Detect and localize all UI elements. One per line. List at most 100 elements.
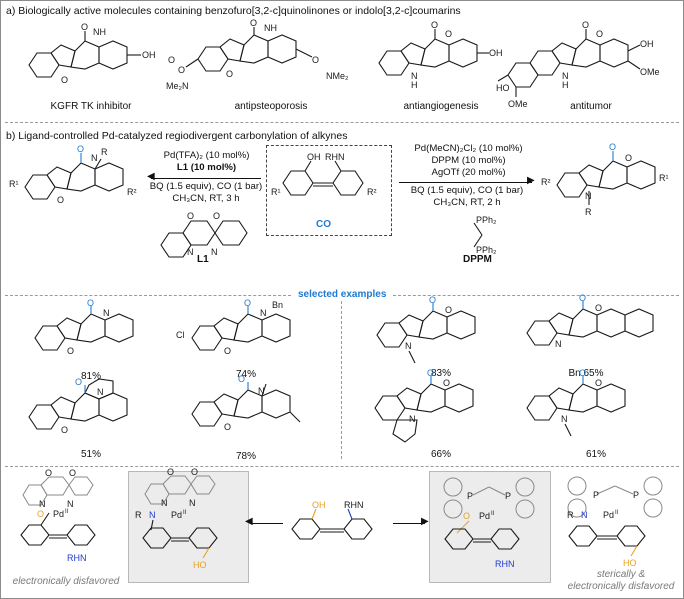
left-arrowhead: ◀ — [147, 171, 155, 182]
svg-text:O: O — [69, 468, 76, 478]
arrow-to-dppm — [393, 523, 425, 524]
molecule-kgfr-inhibitor: O NH O OH — [21, 22, 156, 85]
example-3: O O N — [371, 295, 481, 373]
svg-text:Cl: Cl — [176, 330, 185, 340]
svg-text:O: O — [224, 422, 231, 432]
svg-text:N: N — [67, 499, 74, 509]
yield-2: 74% — [235, 369, 256, 380]
svg-text:O: O — [178, 65, 185, 75]
svg-text:O: O — [445, 305, 452, 315]
svg-text:O: O — [167, 467, 174, 477]
svg-text:RHN: RHN — [67, 553, 87, 563]
divider-examples-vertical — [341, 301, 342, 459]
svg-text:O: O — [443, 378, 450, 388]
caption-sterically-disfavored: sterically & electronically disfavored — [567, 569, 675, 592]
product-benzofuroquinolinone: O N R O R¹ R² — [9, 144, 137, 205]
caption-antipsteoporosis: antipsteoporosis — [234, 101, 308, 112]
svg-text:R: R — [567, 510, 574, 520]
substrate-alkyne: OH RHN R¹ R² — [271, 152, 377, 197]
svg-text:N: N — [581, 510, 588, 520]
right-cond-3: BQ (1.5 equiv), CO (1 bar) — [410, 185, 524, 196]
selected-examples-label: selected examples — [298, 289, 387, 300]
svg-text:N: N — [187, 247, 194, 257]
label-dppm: DPPM — [463, 254, 492, 265]
example-5: O N O — [23, 377, 153, 435]
svg-text:HO: HO — [193, 560, 207, 570]
left-arrow — [151, 178, 261, 179]
svg-text:Bn: Bn — [272, 300, 283, 310]
section-a-title: a) Biologically active molecules contain… — [6, 5, 461, 17]
divider-b-c — [5, 466, 679, 467]
svg-text:R: R — [585, 207, 592, 217]
svg-text:NMe₂: NMe₂ — [326, 71, 349, 81]
svg-text:N: N — [149, 510, 156, 520]
svg-text:HO: HO — [623, 558, 637, 568]
svg-text:N: N — [39, 499, 46, 509]
svg-text:HO: HO — [496, 83, 510, 93]
svg-text:Pd: Pd — [53, 509, 64, 519]
svg-text:Pd: Pd — [171, 510, 182, 520]
svg-text:O: O — [37, 509, 44, 519]
svg-text:Pd: Pd — [603, 510, 614, 520]
svg-text:Me₂N: Me₂N — [166, 81, 189, 91]
panel-dppm-favored — [429, 471, 551, 583]
svg-text:O: O — [579, 293, 586, 303]
svg-text:O: O — [224, 346, 231, 356]
example-2: Cl O N Bn O — [176, 298, 306, 356]
svg-text:OH: OH — [307, 152, 321, 162]
ligand-dppm: PPh₂ PPh₂ — [456, 215, 497, 255]
svg-text:N: N — [103, 308, 110, 318]
svg-text:N: N — [555, 339, 562, 349]
example-8: O O N — [521, 368, 671, 451]
svg-text:O: O — [238, 374, 245, 384]
section-b-title: b) Ligand-controlled Pd-catalyzed regiod… — [6, 130, 348, 142]
arrow-to-l1 — [251, 523, 283, 524]
svg-text:O: O — [187, 211, 194, 221]
right-arrow — [399, 182, 532, 183]
svg-text:II: II — [183, 510, 187, 516]
svg-text:N: N — [405, 341, 412, 351]
svg-text:RHN: RHN — [344, 500, 364, 510]
svg-text:OH: OH — [640, 39, 654, 49]
svg-text:II: II — [65, 509, 69, 515]
svg-text:O: O — [191, 467, 198, 477]
svg-text:N: N — [585, 191, 592, 201]
svg-text:OMe: OMe — [640, 67, 660, 77]
svg-text:H: H — [562, 80, 569, 90]
svg-text:N: N — [97, 387, 104, 397]
svg-text:N: N — [562, 71, 569, 81]
example-4: O O N — [521, 293, 671, 349]
svg-text:O: O — [61, 425, 68, 435]
divider-a-b — [5, 122, 679, 123]
product-indolocoumarin: O O N R R² R¹ — [541, 142, 669, 217]
svg-text:N: N — [260, 308, 267, 318]
svg-text:O: O — [312, 55, 319, 65]
svg-text:O: O — [250, 18, 257, 28]
svg-text:O: O — [75, 377, 82, 387]
svg-text:II: II — [615, 510, 619, 516]
svg-text:Pd: Pd — [479, 511, 490, 521]
complex-dppm-favored: P P O Pd II RHN — [433, 475, 548, 569]
left-cond-0: Pd(TFA)₂ (10 mol%) — [163, 150, 250, 161]
yield-5: 51% — [80, 449, 101, 460]
caption-electronically-disfavored: electronically disfavored — [12, 576, 120, 587]
right-cond-2: AgOTf (20 mol%) — [431, 167, 506, 178]
svg-text:R¹: R¹ — [659, 173, 669, 183]
label-l1: L1 — [197, 254, 209, 265]
svg-text:R²: R² — [367, 187, 377, 197]
svg-text:OMe: OMe — [508, 99, 528, 109]
svg-text:O: O — [67, 346, 74, 356]
molecule-antiangiogenesis: O O N H OH — [373, 20, 503, 90]
svg-text:O: O — [427, 368, 434, 378]
molecule-antipsteoporosis: O NH O O O O Me₂N NMe₂ — [166, 18, 349, 91]
caption-kgfr: KGFR TK inhibitor — [50, 101, 132, 112]
svg-text:O: O — [625, 153, 632, 163]
arrowhead-to-l1: ◀ — [245, 516, 253, 527]
divider-selected-left — [5, 295, 291, 296]
svg-text:O: O — [445, 29, 452, 39]
caption-antiangiogenesis: antiangiogenesis — [403, 101, 479, 112]
svg-text:OH: OH — [142, 50, 156, 60]
svg-text:RHN: RHN — [325, 152, 345, 162]
svg-text:R²: R² — [127, 187, 137, 197]
svg-text:N: N — [409, 414, 416, 424]
